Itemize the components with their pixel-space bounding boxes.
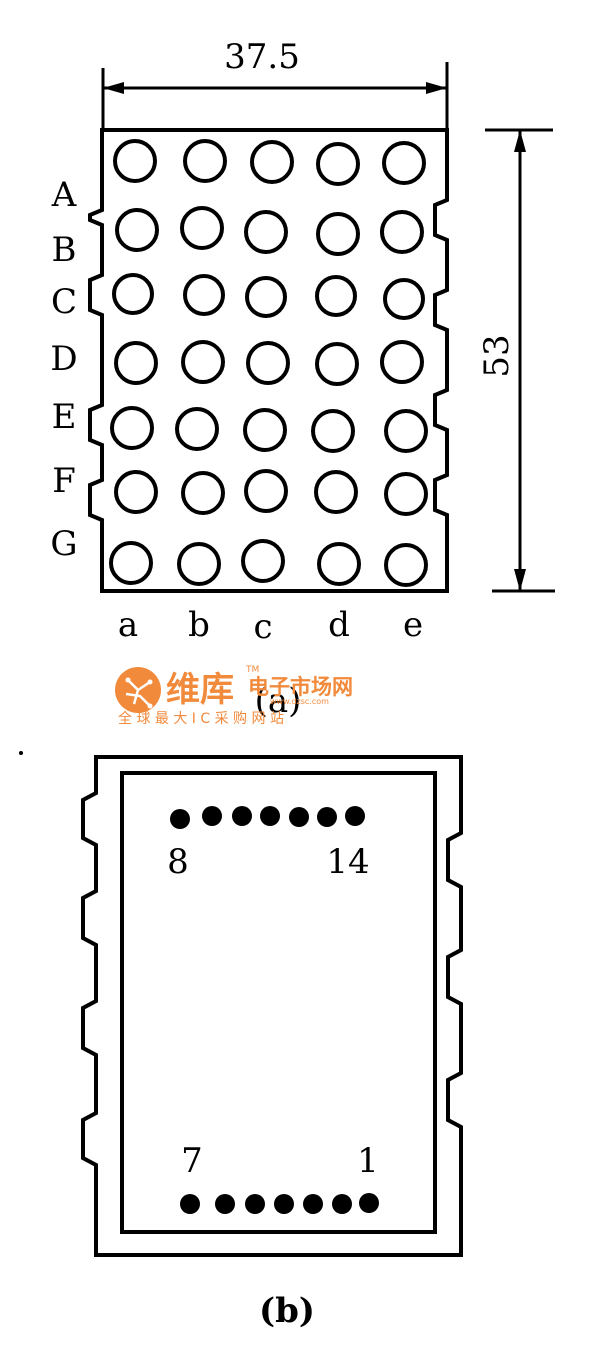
pin-1	[359, 1193, 379, 1213]
figure-a: 37.5 53	[50, 37, 555, 721]
package-outer-outline	[81, 755, 463, 1257]
watermark-logo-icon	[115, 667, 161, 713]
pin-label-bottom-left: 7	[181, 1141, 203, 1181]
led-dot	[250, 140, 294, 184]
pin-6	[215, 1194, 235, 1214]
led-dot	[113, 139, 157, 183]
pin-11	[260, 806, 280, 826]
top-pin-row	[170, 806, 365, 829]
led-dot	[115, 208, 159, 252]
row-labels: A B C D E F G	[50, 175, 77, 564]
led-dot	[384, 472, 428, 516]
led-dot	[384, 543, 428, 587]
pin-label-top-right: 14	[326, 842, 369, 882]
row-label-f: F	[52, 461, 76, 501]
led-dot	[316, 212, 360, 256]
pin-label-bottom-right: 1	[357, 1141, 379, 1181]
row-label-e: E	[52, 397, 77, 437]
led-dot	[114, 470, 158, 514]
led-dot	[382, 141, 426, 185]
height-dimension-label: 53	[477, 334, 517, 377]
led-dot	[245, 276, 287, 318]
pin-13	[317, 807, 337, 827]
led-dot	[175, 407, 219, 451]
led-dot	[183, 274, 225, 316]
led-dot	[112, 273, 154, 315]
column-label-d: d	[328, 605, 350, 645]
led-dot	[114, 341, 158, 385]
row-label-b: B	[52, 230, 77, 270]
pin-14	[345, 806, 365, 826]
led-dot	[244, 469, 288, 513]
row-label-d: D	[50, 339, 77, 379]
led-dot	[384, 409, 428, 453]
stray-mark	[19, 751, 23, 755]
column-label-a: a	[118, 605, 138, 645]
height-dimension: 53	[477, 128, 555, 593]
package-inner-outline	[120, 771, 437, 1234]
led-dot	[109, 541, 153, 585]
led-dot	[177, 542, 221, 586]
led-dot	[246, 341, 290, 385]
led-dot	[380, 340, 424, 384]
led-dot	[315, 342, 359, 386]
watermark: 维库 TM 电子市场网 www.dzsc.com 全 球 最 大 I C 采 购…	[115, 665, 353, 727]
led-dot	[317, 542, 361, 586]
led-dot	[180, 206, 224, 250]
pin-label-top-left: 8	[167, 842, 189, 882]
led-dot	[316, 142, 360, 186]
column-label-c: c	[253, 607, 272, 647]
pin-5	[245, 1194, 265, 1214]
led-dot	[383, 278, 425, 320]
watermark-slogan: 全 球 最 大 I C 采 购 网 站	[118, 710, 284, 727]
pin-3	[303, 1194, 323, 1214]
pin-10	[232, 806, 252, 826]
pin-8	[170, 809, 190, 829]
row-label-c: C	[51, 282, 77, 322]
led-dot	[110, 406, 154, 450]
pin-4	[274, 1194, 294, 1214]
column-labels: a b c d e	[118, 605, 423, 647]
row-label-a: A	[51, 175, 77, 215]
led-dot	[314, 470, 358, 514]
led-dot	[311, 409, 355, 453]
figure-b: 8 14 7 1 (b)	[81, 755, 463, 1331]
row-label-g: G	[50, 524, 77, 564]
pin-2	[332, 1194, 352, 1214]
width-dimension-label: 37.5	[224, 37, 300, 77]
figure-b-caption: (b)	[259, 1291, 315, 1331]
watermark-title: 电子市场网	[248, 675, 353, 699]
pin-7	[180, 1194, 200, 1214]
led-dot	[315, 275, 357, 317]
led-dot	[183, 139, 227, 183]
watermark-brand: 维库	[166, 670, 234, 710]
led-dot	[181, 471, 225, 515]
led-dot	[243, 408, 287, 452]
figure-a-caption: (a)	[255, 681, 302, 721]
led-dot	[244, 210, 288, 254]
led-dot	[181, 340, 225, 384]
matrix-outline	[88, 128, 449, 593]
column-label-b: b	[188, 605, 210, 645]
bottom-pin-row	[180, 1193, 379, 1214]
watermark-trademark: TM	[245, 665, 259, 675]
column-label-e: e	[403, 605, 423, 645]
watermark-url: www.dzsc.com	[270, 697, 329, 706]
pin-9	[202, 806, 222, 826]
led-grid	[109, 139, 428, 587]
led-dot	[241, 539, 285, 583]
pin-12	[289, 807, 309, 827]
width-dimension: 37.5	[101, 37, 449, 128]
led-dot	[380, 210, 424, 254]
